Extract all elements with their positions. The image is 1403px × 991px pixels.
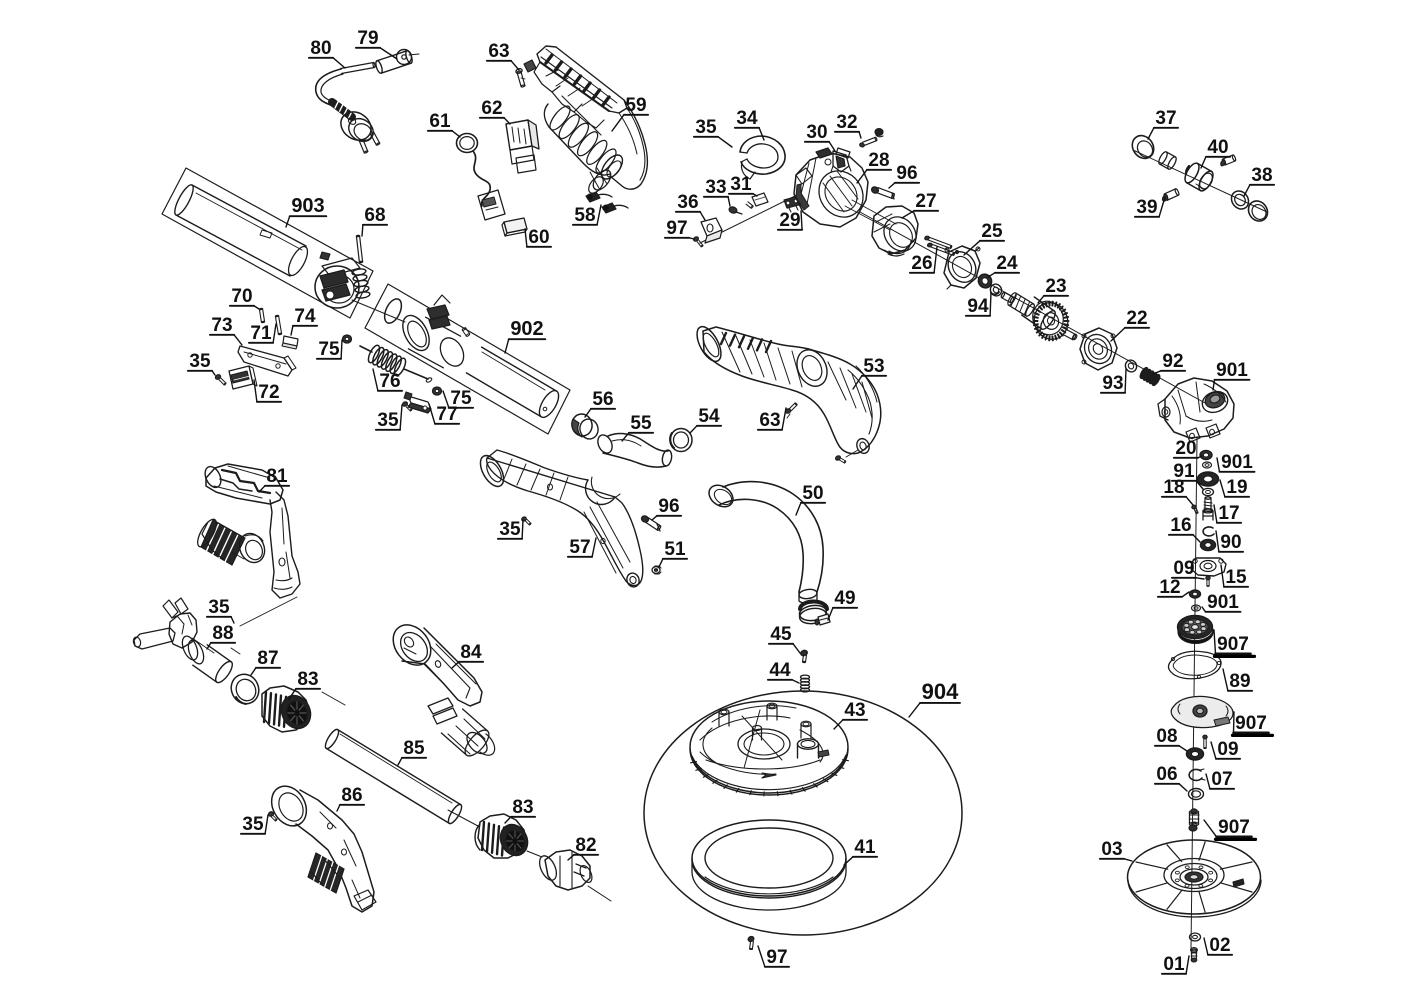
svg-text:43: 43 [844, 700, 865, 721]
svg-text:75: 75 [450, 388, 472, 409]
svg-text:76: 76 [379, 371, 400, 392]
svg-text:20: 20 [1175, 438, 1196, 459]
svg-text:57: 57 [569, 537, 590, 558]
svg-text:50: 50 [802, 483, 823, 504]
svg-text:907: 907 [1217, 634, 1249, 655]
svg-text:83: 83 [297, 669, 318, 690]
svg-text:82: 82 [575, 835, 596, 856]
svg-text:56: 56 [592, 389, 613, 410]
svg-text:37: 37 [1155, 108, 1176, 129]
svg-text:93: 93 [1102, 373, 1123, 394]
svg-text:27: 27 [915, 191, 936, 212]
svg-text:87: 87 [257, 648, 278, 669]
svg-text:63: 63 [759, 410, 780, 431]
svg-text:901: 901 [1221, 452, 1253, 473]
svg-text:35: 35 [242, 814, 264, 835]
svg-text:902: 902 [510, 318, 543, 340]
svg-text:28: 28 [868, 150, 889, 171]
svg-text:03: 03 [1101, 839, 1122, 860]
svg-text:88: 88 [212, 623, 233, 644]
svg-text:24: 24 [996, 253, 1018, 274]
svg-text:23: 23 [1045, 276, 1066, 297]
svg-text:96: 96 [896, 163, 917, 184]
svg-text:70: 70 [231, 286, 252, 307]
svg-text:08: 08 [1156, 726, 1177, 747]
svg-text:01: 01 [1163, 954, 1185, 975]
svg-text:09: 09 [1217, 739, 1238, 760]
svg-text:30: 30 [806, 122, 827, 143]
svg-text:15: 15 [1225, 567, 1247, 588]
svg-text:83: 83 [512, 797, 533, 818]
svg-text:904: 904 [922, 679, 959, 704]
svg-text:49: 49 [834, 588, 855, 609]
svg-text:72: 72 [258, 382, 279, 403]
svg-text:53: 53 [863, 356, 884, 377]
svg-text:40: 40 [1207, 137, 1228, 158]
svg-text:73: 73 [211, 315, 232, 336]
svg-text:06: 06 [1156, 764, 1177, 785]
svg-text:86: 86 [341, 785, 362, 806]
svg-text:02: 02 [1209, 935, 1230, 956]
svg-text:60: 60 [528, 227, 549, 248]
svg-text:33: 33 [705, 177, 726, 198]
svg-text:07: 07 [1211, 769, 1232, 790]
svg-text:74: 74 [294, 306, 316, 327]
svg-text:16: 16 [1170, 515, 1191, 536]
svg-text:35: 35 [208, 597, 230, 618]
svg-text:35: 35 [695, 117, 717, 138]
svg-text:90: 90 [1220, 532, 1241, 553]
svg-text:907: 907 [1218, 817, 1250, 838]
svg-text:68: 68 [364, 205, 385, 226]
svg-text:81: 81 [266, 466, 288, 487]
svg-text:35: 35 [499, 519, 521, 540]
svg-text:62: 62 [481, 98, 502, 119]
svg-text:29: 29 [779, 210, 800, 231]
svg-text:12: 12 [1159, 577, 1180, 598]
svg-text:36: 36 [677, 192, 698, 213]
svg-text:35: 35 [377, 410, 399, 431]
svg-text:907: 907 [1235, 713, 1267, 734]
svg-text:79: 79 [357, 28, 378, 49]
svg-text:34: 34 [736, 108, 758, 129]
svg-text:26: 26 [911, 253, 932, 274]
svg-text:41: 41 [854, 837, 876, 858]
svg-text:59: 59 [625, 95, 646, 116]
svg-text:61: 61 [429, 111, 451, 132]
svg-text:51: 51 [664, 539, 686, 560]
svg-text:94: 94 [967, 296, 989, 317]
svg-text:09: 09 [1173, 558, 1194, 579]
svg-text:903: 903 [291, 195, 324, 217]
svg-text:97: 97 [666, 218, 687, 239]
svg-text:54: 54 [698, 406, 720, 427]
svg-text:32: 32 [836, 112, 857, 133]
svg-text:85: 85 [403, 738, 425, 759]
svg-text:80: 80 [310, 38, 331, 59]
svg-text:17: 17 [1218, 503, 1239, 524]
svg-text:84: 84 [460, 642, 482, 663]
svg-text:58: 58 [574, 205, 595, 226]
svg-text:25: 25 [981, 221, 1003, 242]
svg-text:19: 19 [1226, 477, 1247, 498]
svg-text:901: 901 [1216, 360, 1248, 381]
svg-text:45: 45 [770, 624, 792, 645]
svg-text:31: 31 [730, 174, 752, 195]
svg-text:92: 92 [1162, 351, 1183, 372]
svg-text:22: 22 [1126, 308, 1147, 329]
svg-text:39: 39 [1136, 197, 1157, 218]
svg-text:35: 35 [189, 351, 211, 372]
svg-text:89: 89 [1229, 671, 1250, 692]
svg-text:44: 44 [769, 660, 791, 681]
svg-text:71: 71 [250, 323, 272, 344]
svg-text:77: 77 [436, 404, 457, 425]
svg-text:96: 96 [658, 496, 679, 517]
svg-text:97: 97 [766, 947, 787, 968]
svg-text:55: 55 [630, 413, 652, 434]
svg-text:63: 63 [488, 41, 509, 62]
svg-text:38: 38 [1251, 165, 1272, 186]
svg-text:91: 91 [1173, 461, 1195, 482]
svg-text:18: 18 [1163, 477, 1184, 498]
svg-text:901: 901 [1207, 592, 1239, 613]
svg-text:75: 75 [318, 339, 340, 360]
